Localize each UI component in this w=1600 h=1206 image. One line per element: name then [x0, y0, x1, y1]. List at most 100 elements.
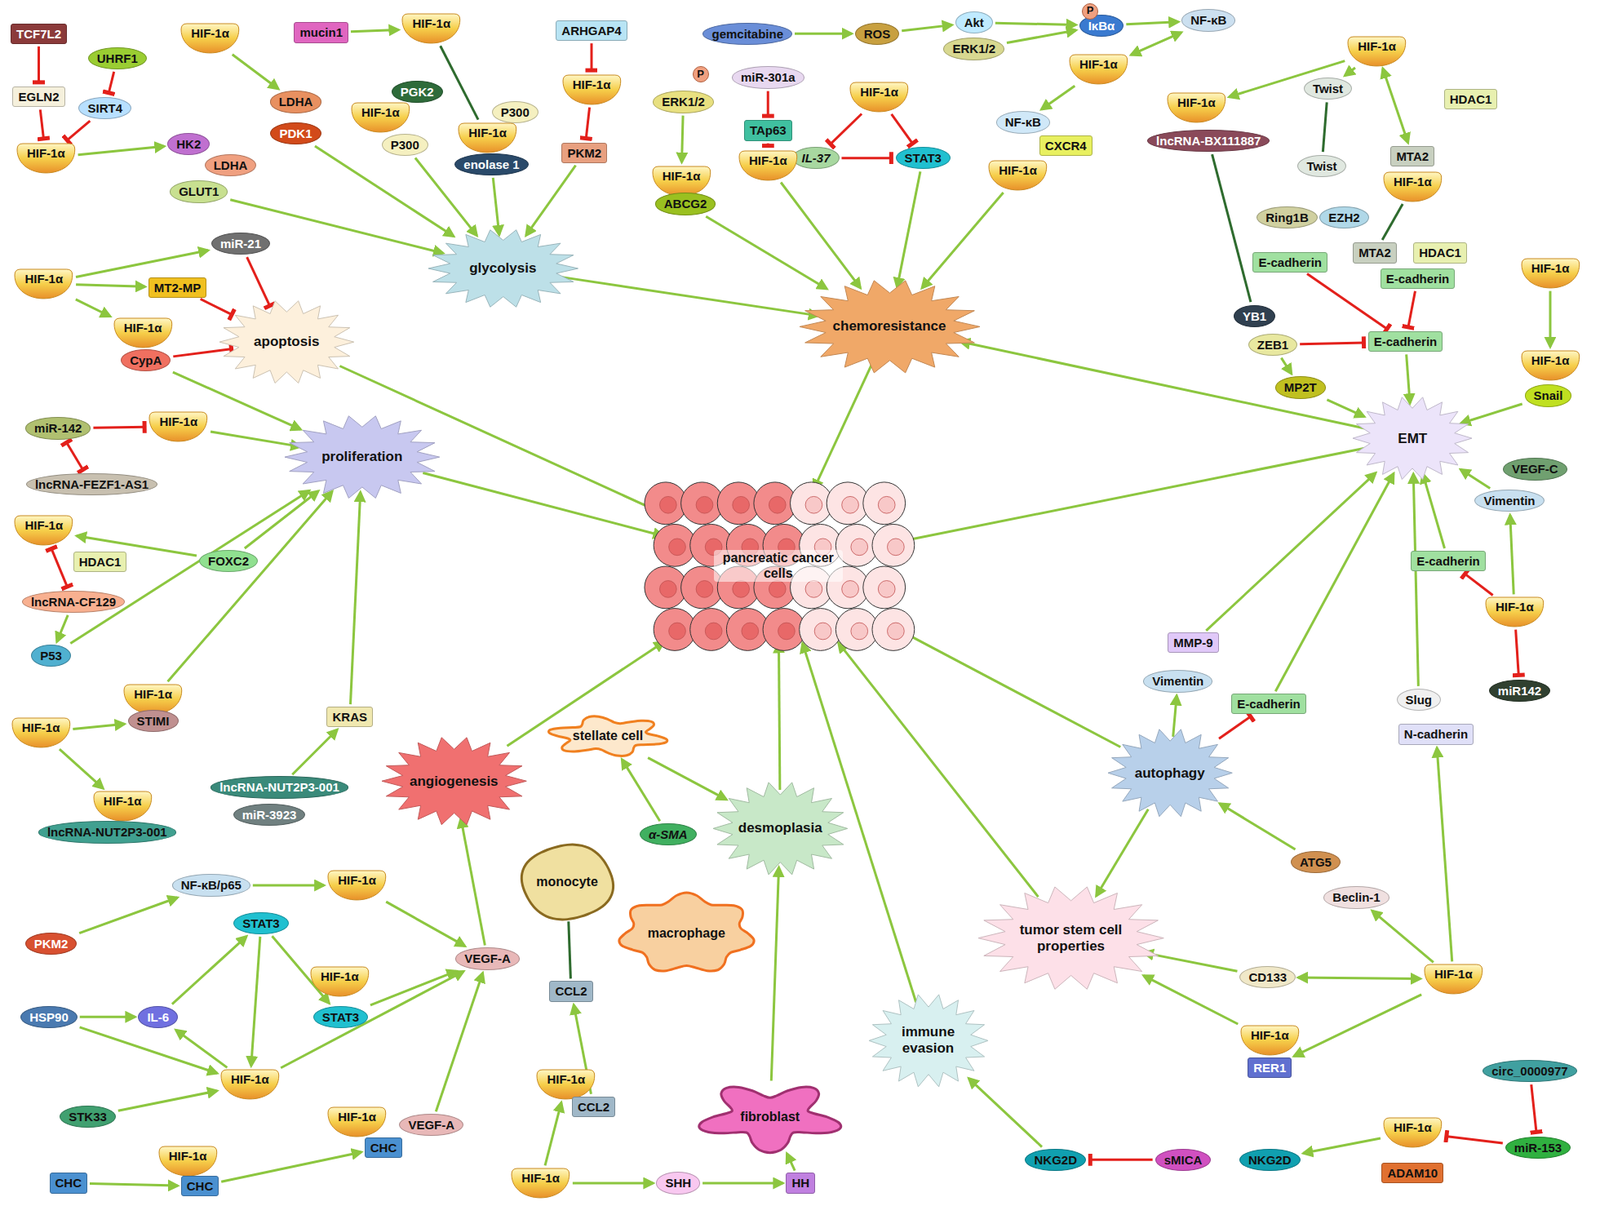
node-label: GLUT1 [178, 184, 219, 199]
node-label: EMT [1397, 430, 1428, 448]
node-label: P53 [39, 648, 63, 663]
hif-body [1485, 597, 1544, 627]
node-label: STIMI [137, 713, 170, 728]
node-label: Akt [964, 15, 984, 30]
inhibition-connector [1299, 342, 1366, 345]
process-burst: apoptosis [217, 298, 356, 386]
ellipse-node: PKM2 [25, 932, 78, 955]
hif-body [221, 1069, 280, 1100]
node-label: monocyte [536, 874, 599, 890]
node-label: UHRF1 [97, 51, 138, 66]
activation-arrow [1436, 748, 1453, 962]
ellipse-node: NF-κB [996, 110, 1051, 133]
activation-arrow [422, 473, 663, 537]
node-label: STK33 [68, 1109, 107, 1124]
hif-body [562, 75, 621, 105]
process-burst: angiogenesis [380, 735, 528, 828]
node-label: ROS [864, 26, 891, 41]
cancer-cell [862, 566, 905, 609]
activation-arrow [901, 25, 952, 32]
hif-body [159, 1146, 218, 1176]
ellipse-node: ERK1/2 [652, 90, 714, 113]
activation-arrow [79, 897, 178, 934]
ellipse-node: ZEB1 [1248, 333, 1298, 356]
node-label: gemcitabine [711, 26, 784, 41]
ellipse-node: NKG2D [1024, 1148, 1086, 1171]
process-burst: chemoresistance [797, 278, 982, 376]
hif-shape: HIF-1α [1382, 1116, 1443, 1148]
node-label: MTA2 [1358, 245, 1392, 260]
node-label: PGK2 [400, 84, 435, 99]
inhibition-connector [842, 156, 893, 160]
activation-arrow [1130, 32, 1182, 55]
node-label: immune evasion [890, 1023, 967, 1056]
inhibition-connector [1531, 1084, 1537, 1134]
phospho-mark: P [1081, 3, 1099, 20]
cell-outline [699, 1086, 842, 1153]
node-label: HDAC1 [1418, 245, 1462, 260]
burst-outline [868, 993, 989, 1086]
inhibition-connector [247, 257, 271, 307]
rect-node: HDAC1 [1444, 88, 1499, 110]
hif-body [12, 718, 71, 748]
phospho-label: P [696, 68, 705, 81]
ellipse-node: lncRNA-NUT2P3-001 [210, 775, 349, 798]
activation-arrow [435, 972, 483, 1112]
node-label: ABCG2 [664, 196, 708, 211]
activation-arrow [75, 284, 146, 288]
ellipse-node: STAT3 [895, 146, 951, 169]
node-label: ERK1/2 [661, 94, 705, 109]
node-label: ADAM10 [1387, 1165, 1438, 1180]
hif-body [739, 150, 798, 181]
node-label: pancreatic cancer cells [713, 549, 843, 582]
node-label: HIF-1α [1357, 39, 1397, 54]
process-burst: tumor stem cell properties [976, 884, 1166, 992]
activation-arrow [57, 615, 69, 643]
hif-body [652, 166, 711, 196]
rect-node: N-cadherin [1398, 723, 1474, 745]
hif-shape: HIF-1α [1068, 53, 1129, 85]
ellipse-node: gemcitabine [702, 22, 793, 45]
rect-node: MT2-MP [148, 277, 208, 298]
rect-node: CHC [364, 1137, 404, 1158]
node-label: ZEB1 [1257, 337, 1289, 352]
hif-shape: HIF-1α [988, 159, 1048, 191]
hif-shape: HIF-1α [113, 317, 173, 348]
ellipse-node: P300 [491, 101, 539, 124]
cell-figure: monocyte [518, 841, 617, 923]
ellipse-node: Akt [955, 11, 993, 34]
inhibition-connector [66, 441, 84, 470]
rect-node: CHC [181, 1175, 220, 1197]
rect-node: HDAC1 [73, 551, 128, 572]
ellipse-node: lncRNA-CF129 [22, 590, 125, 613]
hif-body [181, 23, 240, 54]
node-label: mucin1 [299, 25, 343, 40]
ellipse-node: UHRF1 [88, 47, 147, 70]
activation-arrow [75, 250, 209, 278]
activation-arrow [893, 447, 1366, 543]
ellipse-node: Ring1B [1256, 206, 1318, 229]
node-label: MT2-MP [154, 280, 202, 295]
ellipse-node: Beclin-1 [1323, 886, 1389, 909]
node-label: E-cadherin [1416, 554, 1481, 568]
activation-arrow [814, 364, 873, 490]
activation-arrow [1125, 22, 1179, 25]
node-label: HIF-1α [22, 720, 61, 735]
node-label: HIF-1α [124, 320, 163, 335]
activation-arrow [78, 146, 165, 156]
process-burst: autophagy [1106, 726, 1234, 820]
ellipse-node: SIRT4 [78, 97, 132, 120]
node-label: miR-153 [1514, 1140, 1562, 1155]
rect-node: mucin1 [293, 22, 349, 43]
node-label: lncRNA-NUT2P3-001 [219, 780, 340, 794]
ellipse-node: lncRNA-FEZF1-AS1 [26, 473, 158, 496]
node-label: fibroblast [740, 1109, 800, 1125]
hif-shape: HIF-1α [1382, 171, 1443, 202]
node-label: N-cadherin [1404, 726, 1468, 741]
activation-arrow [780, 182, 860, 289]
activation-arrow [350, 29, 399, 32]
activation-arrow [280, 970, 464, 1068]
activation-arrow [1006, 30, 1077, 44]
burst-outline [799, 279, 980, 373]
ellipse-node: STAT3 [313, 1006, 368, 1029]
